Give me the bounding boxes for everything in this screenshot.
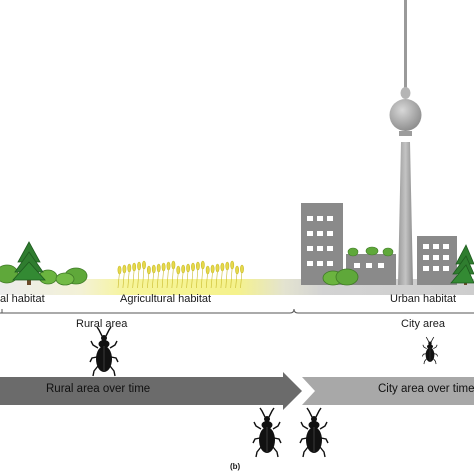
rural-time-arrow-label: Rural area over time — [46, 383, 151, 395]
time-arrow-rural — [0, 372, 302, 410]
tree-icon — [12, 241, 46, 285]
city-area-label: City area — [401, 318, 446, 330]
city-time-arrow-label: City area over time — [378, 383, 474, 395]
urban-habitat-scene — [301, 0, 474, 286]
bush-icon — [322, 246, 394, 286]
time-arrow-city — [302, 377, 474, 405]
natural-habitat-scene — [0, 241, 88, 286]
urban-habitat-label: Urban habitat — [390, 293, 457, 305]
natural-habitat-label: al habitat — [0, 293, 45, 305]
beetle-icon — [252, 407, 282, 458]
panel-caption: (b) — [230, 462, 241, 471]
rural-area-label: Rural area — [76, 318, 128, 330]
bush-icon — [0, 264, 88, 286]
building-icon — [417, 236, 457, 285]
beetle-icon — [421, 336, 439, 365]
tv-tower-icon — [389, 0, 422, 285]
tree-icon — [450, 244, 474, 285]
wheat-icon — [117, 260, 244, 289]
area-brackets — [0, 308, 474, 314]
agricultural-habitat-label: Agricultural habitat — [120, 293, 212, 305]
beetle-icon — [89, 326, 119, 377]
beetle-icon — [299, 407, 329, 458]
